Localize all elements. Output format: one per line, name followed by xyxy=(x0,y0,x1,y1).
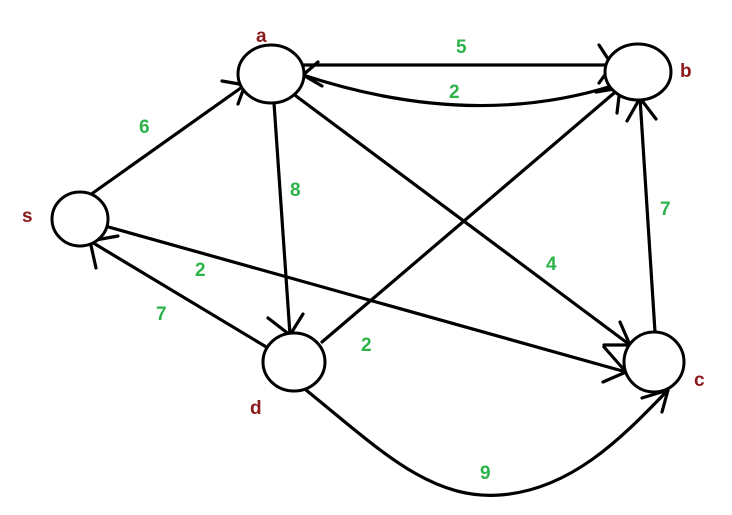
node-labels: s a b c d xyxy=(22,26,705,419)
weight-d-b: 2 xyxy=(361,335,372,356)
nodes xyxy=(50,42,686,394)
node-b[interactable] xyxy=(603,42,673,102)
node-label-a: a xyxy=(256,26,267,47)
weight-a-c: 4 xyxy=(546,254,557,275)
weight-s-a: 6 xyxy=(139,117,150,138)
weight-s-c: 2 xyxy=(195,260,206,281)
node-label-d: d xyxy=(250,398,262,419)
weight-d-c: 9 xyxy=(480,463,491,484)
weight-a-b: 5 xyxy=(456,37,467,58)
node-label-b: b xyxy=(680,61,692,82)
weight-c-b: 7 xyxy=(660,199,671,220)
node-c[interactable] xyxy=(622,330,686,394)
node-d[interactable] xyxy=(261,331,327,393)
weight-d-s: 7 xyxy=(156,304,167,325)
weight-a-d: 8 xyxy=(290,180,301,201)
node-a[interactable] xyxy=(236,43,306,105)
weight-b-a: 2 xyxy=(449,82,460,103)
node-label-s: s xyxy=(22,206,33,227)
node-s[interactable] xyxy=(50,190,110,248)
node-label-c: c xyxy=(694,370,705,391)
edge-weights: 6 5 2 8 4 2 7 2 7 9 xyxy=(139,37,671,484)
